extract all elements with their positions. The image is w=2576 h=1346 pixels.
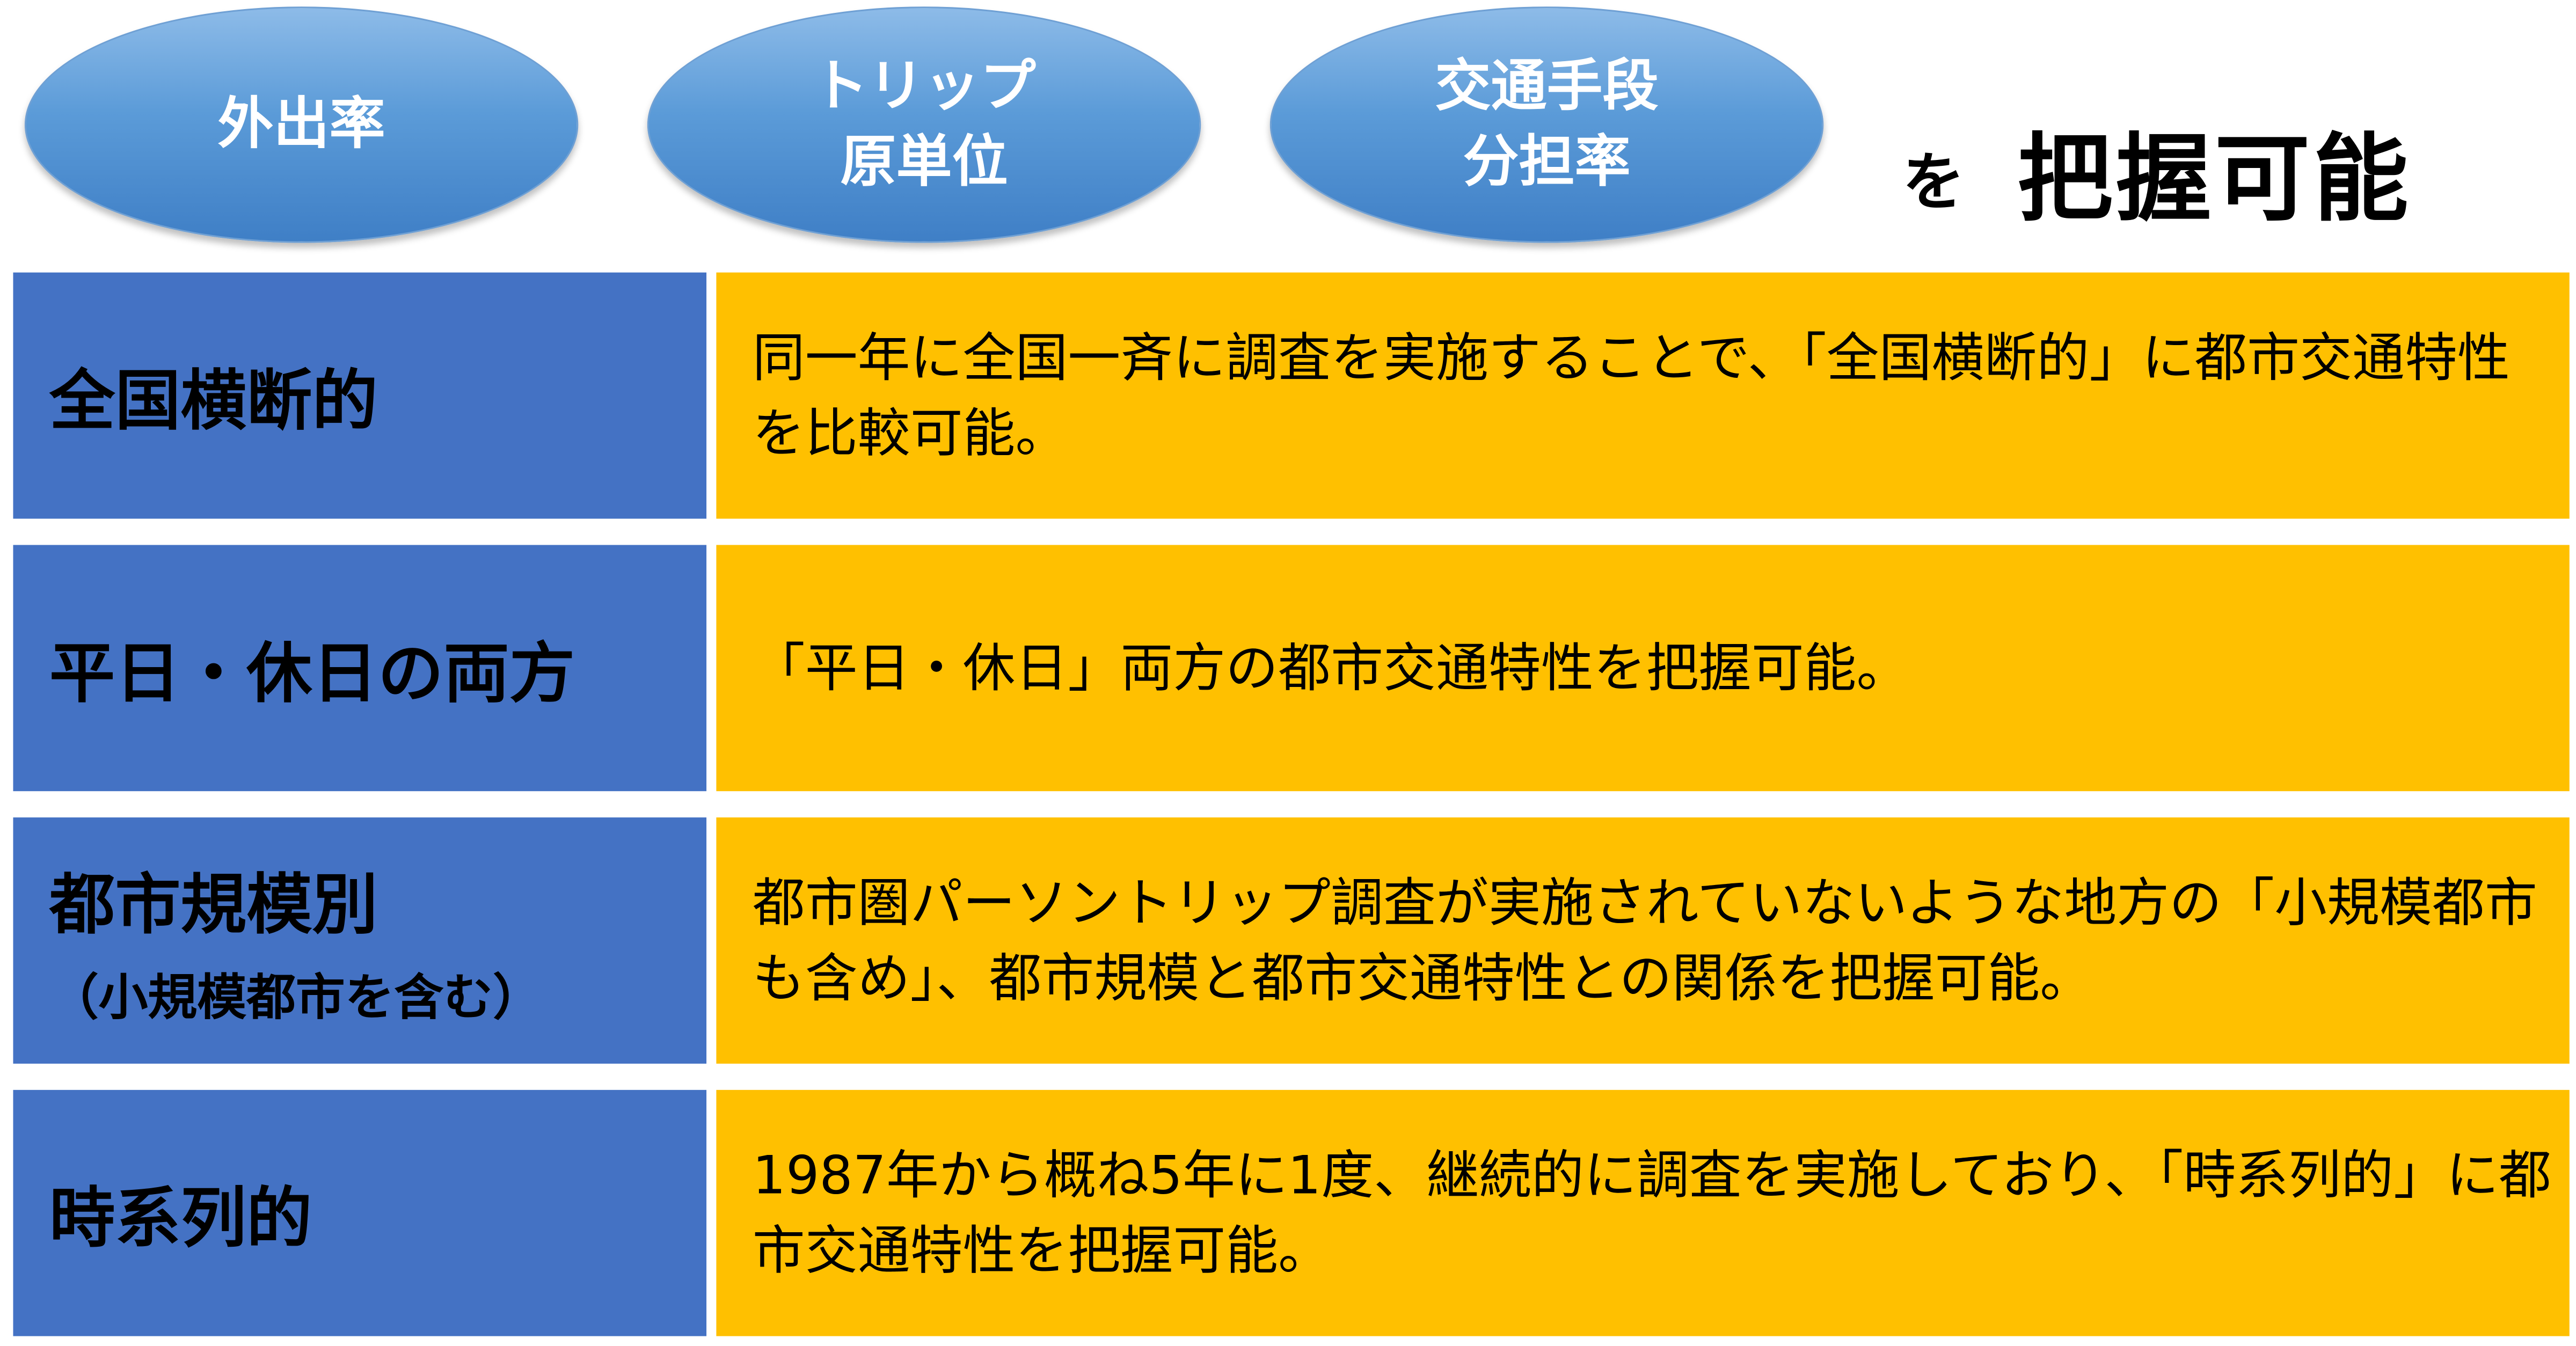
feature-text: 同一年に全国一斉に調査を実施することで、「全国横断的」に都市交通特性を比較可能。	[752, 326, 2510, 465]
metric-outing-rate: 外出率	[24, 6, 579, 243]
feature-label-cell: 全国横断的	[13, 272, 707, 519]
feature-label-cell: 時系列的	[13, 1089, 707, 1336]
metric-mode-share: 交通手段 分担率	[1269, 6, 1824, 243]
feature-label: 時系列的	[49, 1182, 312, 1257]
feature-text: 1987年から概ね5年に1度、継続的に調査を実施しており、「時系列的」に都市交通…	[752, 1144, 2552, 1282]
feature-label-cell: 都市規模別 （小規模都市を含む）	[13, 817, 707, 1064]
feature-description: 1987年から概ね5年に1度、継続的に調査を実施しており、「時系列的」に都市交通…	[716, 1089, 2570, 1336]
feature-label: 都市規模別	[49, 868, 378, 944]
feature-row: 都市規模別 （小規模都市を含む） 都市圏パーソントリップ調査が実施されていないよう…	[13, 817, 2570, 1064]
feature-row: 平日・休日の両方 「平日・休日」両方の都市交通特性を把握可能。	[13, 545, 2570, 792]
feature-row: 全国横断的 同一年に全国一斉に調査を実施することで、「全国横断的」に都市交通特性…	[13, 272, 2570, 519]
feature-description: 同一年に全国一斉に調査を実施することで、「全国横断的」に都市交通特性を比較可能。	[716, 272, 2570, 519]
feature-label-cell: 平日・休日の両方	[13, 545, 707, 792]
feature-text: 「平日・休日」両方の都市交通特性を把握可能。	[752, 637, 1909, 699]
feature-text: 都市圏パーソントリップ調査が実施されていないような地方の「小規模都市も含め」、都…	[752, 872, 2537, 1010]
feature-sublabel: （小規模都市を含む）	[49, 970, 542, 1028]
feature-description: 都市圏パーソントリップ調査が実施されていないような地方の「小規模都市も含め」、都…	[716, 817, 2570, 1064]
particle-text: を	[1902, 146, 1965, 218]
feature-label: 平日・休日の両方	[49, 637, 575, 713]
capable-heading: 把握可能	[2017, 123, 2412, 235]
metric-trip-unit: トリップ 原単位	[647, 6, 1201, 243]
feature-description: 「平日・休日」両方の都市交通特性を把握可能。	[716, 545, 2570, 792]
feature-row: 時系列的 1987年から概ね5年に1度、継続的に調査を実施しており、「時系列的」…	[13, 1089, 2570, 1336]
feature-label: 全国横断的	[49, 364, 378, 440]
